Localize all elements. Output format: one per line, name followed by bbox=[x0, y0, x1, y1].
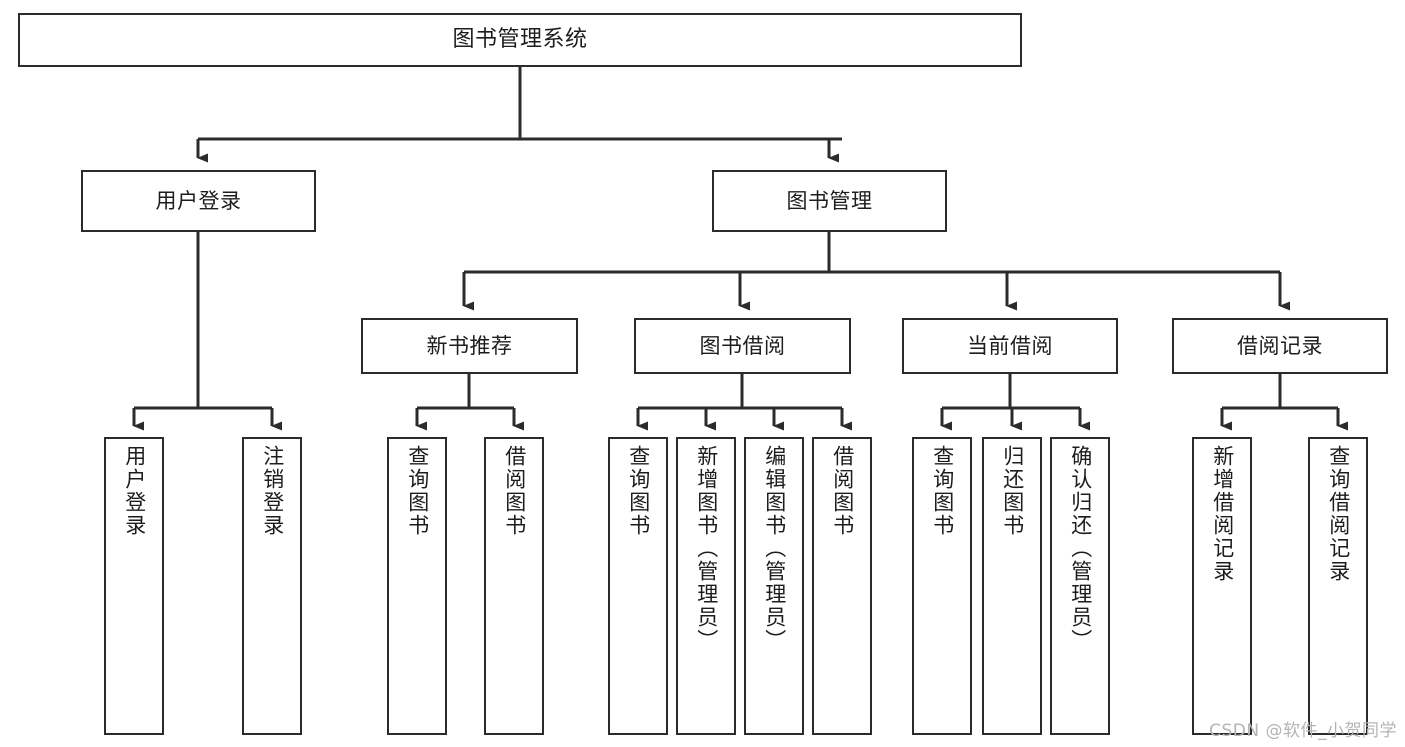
node-root[interactable]: 图书管理系统 bbox=[18, 13, 1022, 67]
node-new-book-recommend[interactable]: 新书推荐 bbox=[361, 318, 578, 374]
leaf-user-login-label: 用户登录 bbox=[122, 445, 147, 537]
leaf-add-borrow-record-label: 新增借阅记录 bbox=[1210, 445, 1235, 583]
leaf-logout-label: 注销登录 bbox=[260, 445, 285, 537]
leaf-confirm-return-admin[interactable]: 确认归还（管理员） bbox=[1050, 437, 1110, 735]
leaf-add-book-admin[interactable]: 新增图书（管理员） bbox=[676, 437, 736, 735]
leaf-return-book-label: 归还图书 bbox=[1000, 445, 1025, 537]
leaf-edit-book-admin-label: 编辑图书（管理员） bbox=[762, 445, 787, 652]
leaf-query-borrow-record-label: 查询借阅记录 bbox=[1326, 445, 1351, 583]
leaf-borrow-book-label: 借阅图书 bbox=[830, 445, 855, 537]
record-to-leaf-connectors bbox=[1220, 374, 1348, 431]
leaf-add-borrow-record[interactable]: 新增借阅记录 bbox=[1192, 437, 1252, 735]
leaf-logout[interactable]: 注销登录 bbox=[242, 437, 302, 735]
leaf-borrow-book-recommend-label: 借阅图书 bbox=[502, 445, 527, 537]
leaf-query-book-current[interactable]: 查询图书 bbox=[912, 437, 972, 735]
node-user-login[interactable]: 用户登录 bbox=[81, 170, 316, 232]
node-new-book-recommend-label: 新书推荐 bbox=[426, 333, 513, 358]
leaf-query-book-borrow-label: 查询图书 bbox=[626, 445, 651, 537]
node-user-login-label: 用户登录 bbox=[155, 188, 242, 213]
root-to-level1-connectors bbox=[196, 67, 842, 163]
node-current-borrow-label: 当前借阅 bbox=[967, 333, 1053, 358]
leaf-query-borrow-record[interactable]: 查询借阅记录 bbox=[1308, 437, 1368, 735]
node-book-management-label: 图书管理 bbox=[786, 188, 873, 213]
node-borrow-record-label: 借阅记录 bbox=[1237, 333, 1323, 358]
node-borrow-record[interactable]: 借阅记录 bbox=[1172, 318, 1388, 374]
login-to-leaf-connectors bbox=[132, 232, 282, 431]
leaf-confirm-return-admin-label: 确认归还（管理员） bbox=[1068, 445, 1093, 652]
level1-to-level2-connectors bbox=[462, 232, 1290, 311]
leaf-user-login[interactable]: 用户登录 bbox=[104, 437, 164, 735]
leaf-add-book-admin-label: 新增图书（管理员） bbox=[694, 445, 719, 652]
leaf-query-book-recommend[interactable]: 查询图书 bbox=[387, 437, 447, 735]
node-book-management[interactable]: 图书管理 bbox=[712, 170, 947, 232]
leaf-return-book[interactable]: 归还图书 bbox=[982, 437, 1042, 735]
borrow-to-leaf-connectors bbox=[636, 374, 852, 431]
newbook-to-leaf-connectors bbox=[415, 374, 524, 431]
node-root-label: 图书管理系统 bbox=[452, 27, 588, 53]
node-book-borrow[interactable]: 图书借阅 bbox=[634, 318, 851, 374]
current-to-leaf-connectors bbox=[940, 374, 1090, 431]
leaf-borrow-book[interactable]: 借阅图书 bbox=[812, 437, 872, 735]
leaf-query-book-current-label: 查询图书 bbox=[930, 445, 955, 537]
node-book-borrow-label: 图书借阅 bbox=[699, 333, 786, 358]
leaf-edit-book-admin[interactable]: 编辑图书（管理员） bbox=[744, 437, 804, 735]
leaf-query-book-recommend-label: 查询图书 bbox=[405, 445, 430, 537]
leaf-borrow-book-recommend[interactable]: 借阅图书 bbox=[484, 437, 544, 735]
csdn-watermark: CSDN @软件_小贺同学 bbox=[1209, 721, 1397, 741]
node-current-borrow[interactable]: 当前借阅 bbox=[902, 318, 1118, 374]
leaf-query-book-borrow[interactable]: 查询图书 bbox=[608, 437, 668, 735]
